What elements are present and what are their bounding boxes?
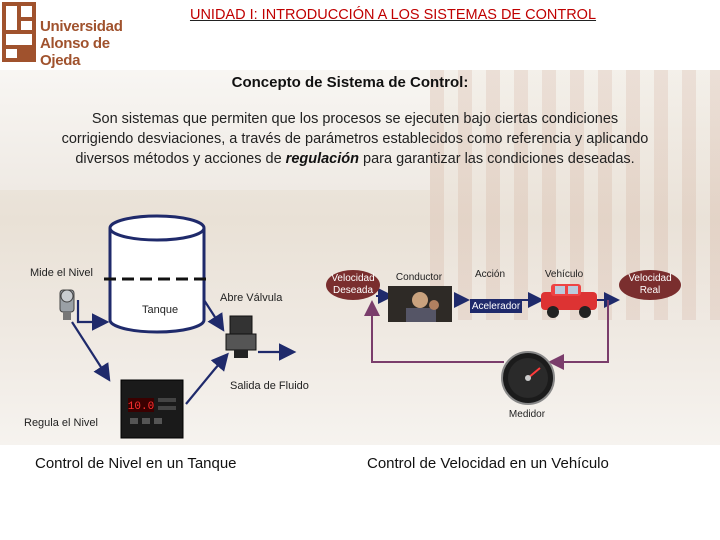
controller-display: 10.0 — [128, 401, 154, 413]
speedometer-icon — [502, 352, 554, 404]
regula-label: Regula el Nivel — [24, 417, 98, 429]
conductor-label: Conductor — [392, 272, 446, 283]
medidor-label: Medidor — [505, 409, 549, 420]
level-controller-icon: 10.0 — [121, 380, 183, 438]
velocidad-deseada-oval: Velocidad Deseada — [326, 270, 380, 300]
car-icon — [541, 284, 597, 318]
mide-label: Mide el Nivel — [30, 267, 93, 279]
vehiculo-label: Vehículo — [540, 269, 588, 280]
velocidad-deseada-label: Velocidad Deseada — [326, 273, 380, 297]
valve-icon — [226, 316, 256, 358]
velocidad-real-label: Velocidad Real — [619, 273, 681, 297]
salida-label: Salida de Fluido — [230, 380, 309, 392]
acelerador-label: Acelerador — [470, 300, 522, 313]
accion-label: Acción — [470, 269, 510, 280]
driver-photo-icon — [388, 286, 452, 322]
tanque-label: Tanque — [142, 304, 178, 316]
velocidad-real-oval: Velocidad Real — [619, 270, 681, 300]
level-sensor-icon — [60, 290, 74, 320]
valve-label: Abre Válvula — [220, 292, 282, 304]
tank-caption: Control de Nivel en un Tanque — [35, 455, 237, 472]
vehicle-caption: Control de Velocidad en un Vehículo — [367, 455, 609, 472]
